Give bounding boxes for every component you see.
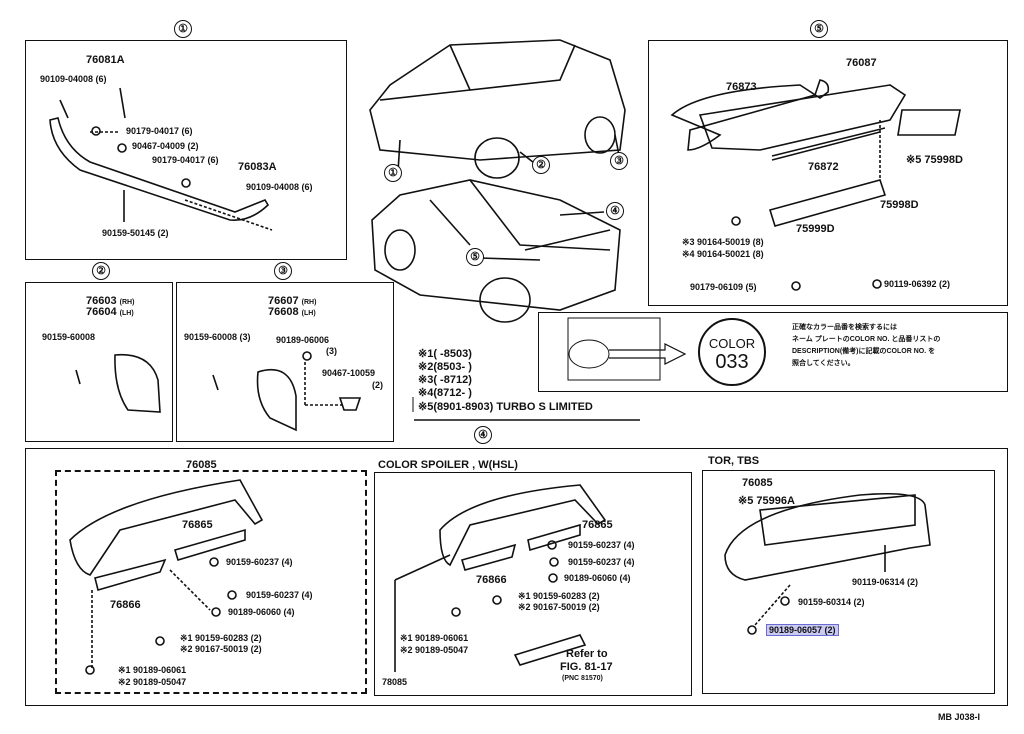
part-4b-90189-06061: ※1 90189-06061	[400, 633, 469, 643]
part-4a-90159-60283: ※1 90159-60283 (2)	[180, 633, 262, 643]
part-76865-b: 76865	[582, 519, 613, 531]
part-4a-90167-50019: ※2 90167-50019 (2)	[180, 644, 262, 654]
panel-4c-frame	[702, 470, 995, 694]
part-76872: 76872	[808, 161, 839, 173]
part-90164-50019: ※3 90164-50019 (8)	[682, 237, 764, 247]
section-2-label: ②	[92, 262, 110, 280]
part-90119-06392: 90119-06392 (2)	[884, 279, 951, 289]
part-76873: 76873	[726, 81, 757, 93]
part-90467-10059: 90467-10059	[322, 368, 376, 378]
part-90179-06109: 90179-06109 (5)	[690, 282, 757, 292]
part-76085-c: 76085	[742, 477, 773, 489]
part-76081A: 76081A	[86, 54, 125, 66]
panel-3-frame	[176, 282, 394, 442]
color-note-line-4: 照合してください。	[792, 360, 855, 367]
section-5-label: ⑤	[810, 20, 828, 38]
part-90159-60314: 90159-60314 (2)	[798, 597, 865, 607]
color-number-badge: COLOR 033	[698, 318, 766, 386]
part-90189-06006: 90189-06006	[276, 335, 330, 345]
car-callout-3: ③	[610, 152, 628, 170]
panel-2-frame	[25, 282, 173, 442]
panel-5-frame	[648, 40, 1008, 306]
part-76866-b: 76866	[476, 574, 507, 586]
panel-4b-title: COLOR SPOILER , W(HSL)	[378, 459, 518, 471]
part-90109-04008-b: 90109-04008 (6)	[246, 182, 313, 192]
part-75996A: ※5 75996A	[738, 495, 795, 507]
part-76604: 76604 (LH)	[86, 306, 134, 318]
panel-4a-frame	[55, 470, 367, 694]
legend-2: ※2(8503- )	[418, 361, 472, 373]
car-callout-2: ②	[532, 156, 550, 174]
color-plate-frame	[538, 312, 1008, 392]
part-4b-90159-60283: ※1 90159-60283 (2)	[518, 591, 600, 601]
part-4a-90189-06060: 90189-06060 (4)	[228, 607, 295, 617]
part-75998D-b: 75998D	[880, 199, 919, 211]
color-note-line-3: DESCRIPTION(備考)に記載のCOLOR NO. を	[792, 348, 936, 355]
part-75999D: 75999D	[796, 223, 835, 235]
panel-4-frame	[25, 448, 1008, 706]
part-76083A: 76083A	[238, 161, 277, 173]
part-4a-90189-06061: ※1 90189-06061	[118, 665, 187, 675]
part-4b-90167-50019: ※2 90167-50019 (2)	[518, 602, 600, 612]
section-3-label: ③	[274, 262, 292, 280]
part-90467-10059-qty: (2)	[372, 380, 383, 390]
part-78085: 78085	[382, 677, 408, 687]
diagram-code: MB J038-I	[938, 712, 981, 722]
part-76608: 76608 (LH)	[268, 306, 316, 318]
part-76603: 76603 (RH)	[86, 295, 135, 307]
part-76087: 76087	[846, 57, 877, 69]
part-4b-90189-05047: ※2 90189-05047	[400, 645, 469, 655]
legend-4: ※4(8712- )	[418, 387, 472, 399]
part-90159-60008-a: 90159-60008	[42, 332, 96, 342]
panel-4b-frame	[374, 472, 692, 696]
part-4b-90159-60237-b: 90159-60237 (4)	[568, 557, 635, 567]
panel-1-frame	[25, 40, 347, 260]
car-callout-4: ④	[606, 202, 624, 220]
part-76085-a: 76085	[186, 459, 217, 471]
car-callout-1: ①	[384, 164, 402, 182]
color-note: 正確なカラー品番を検索するには ネーム プレートのCOLOR NO. と品番リス…	[792, 322, 940, 370]
part-4a-90159-60237-b: 90159-60237 (4)	[246, 590, 313, 600]
part-76866-a: 76866	[110, 599, 141, 611]
part-90119-06314: 90119-06314 (2)	[852, 577, 919, 587]
color-note-line-1: 正確なカラー品番を検索するには	[792, 324, 897, 331]
color-note-line-2: ネーム プレートのCOLOR NO. と品番リストの	[792, 336, 941, 343]
section-1-label: ①	[174, 20, 192, 38]
color-word: COLOR	[708, 336, 756, 351]
refer-pnc-label: (PNC 81570)	[562, 675, 603, 682]
part-90189-06057-highlighted[interactable]: 90189-06057 (2)	[766, 624, 839, 636]
part-4b-90189-06060: 90189-06060 (4)	[564, 573, 631, 583]
part-90109-04008-a: 90109-04008 (6)	[40, 74, 107, 84]
part-90159-50145: 90159-50145 (2)	[102, 228, 169, 238]
part-90164-50021: ※4 90164-50021 (8)	[682, 249, 764, 259]
part-76607: 76607 (RH)	[268, 295, 317, 307]
legend-1: ※1( -8503)	[418, 348, 472, 360]
refer-fig-label: FIG. 81-17	[560, 661, 613, 673]
car-callout-5: ⑤	[466, 248, 484, 266]
refer-to-label: Refer to	[566, 648, 608, 660]
part-90179-04017-a: 90179-04017 (6)	[126, 126, 193, 136]
part-90189-06006-qty: (3)	[326, 346, 337, 356]
color-number: 033	[715, 351, 749, 373]
part-4b-90159-60237-a: 90159-60237 (4)	[568, 540, 635, 550]
panel-4c-title: TOR, TBS	[708, 455, 760, 467]
part-75998D-a: ※5 75998D	[906, 154, 963, 166]
legend-5: ※5(8901-8903) TURBO S LIMITED	[418, 401, 593, 413]
part-90159-60008-b: 90159-60008 (3)	[184, 332, 251, 342]
part-90179-04017-b: 90179-04017 (6)	[152, 155, 219, 165]
part-4a-90189-05047: ※2 90189-05047	[118, 677, 187, 687]
part-90467-04009: 90467-04009 (2)	[132, 141, 199, 151]
section-4-label: ④	[474, 426, 492, 444]
part-4a-90159-60237-a: 90159-60237 (4)	[226, 557, 293, 567]
legend-3: ※3( -8712)	[418, 374, 472, 386]
part-76865-a: 76865	[182, 519, 213, 531]
